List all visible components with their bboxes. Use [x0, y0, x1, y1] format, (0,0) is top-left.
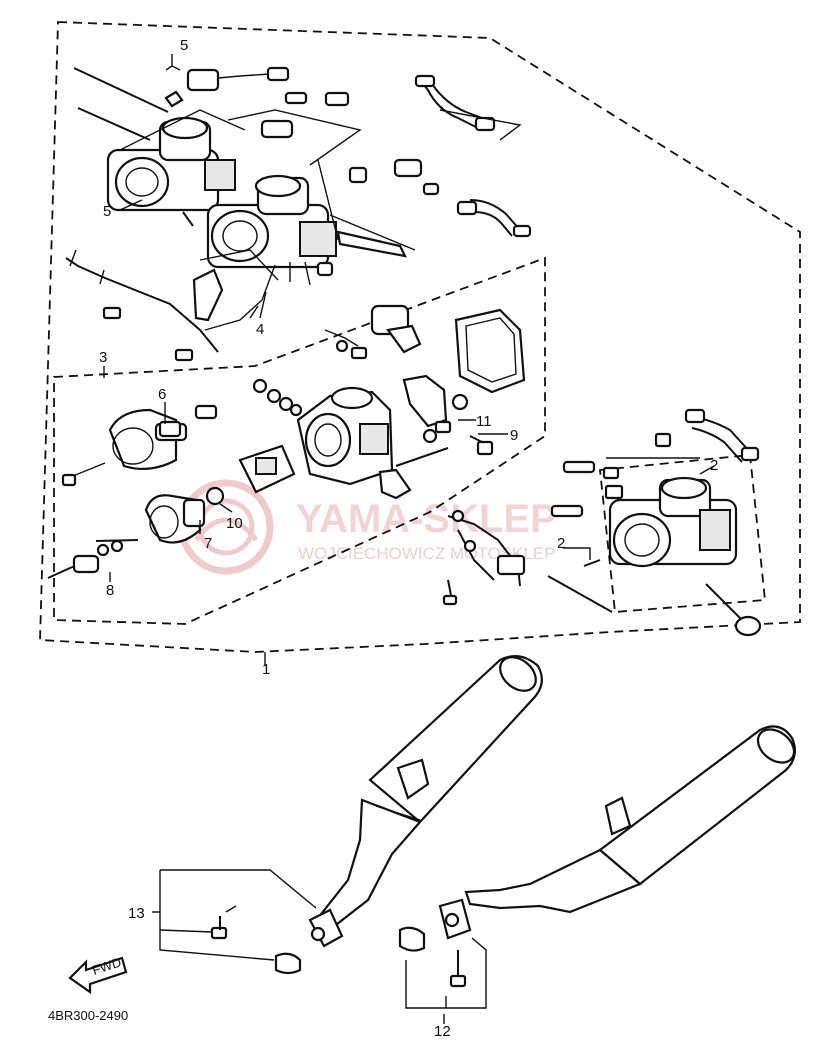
right-small-parts — [547, 432, 762, 637]
left-muffler — [308, 655, 543, 948]
diagram-part-number: 4BR300-2490 — [48, 1008, 128, 1023]
top-cover-gasket — [370, 304, 526, 394]
callout-9: 9 — [510, 427, 518, 444]
solenoid-part-5 — [186, 66, 290, 92]
left-muffler-fasteners — [159, 869, 317, 975]
float-chamber-cap — [61, 404, 218, 487]
carburetor-joint-parts — [227, 91, 440, 277]
carburetor-assembly-boundary — [39, 21, 801, 653]
right-muffler-fasteners — [398, 926, 487, 1009]
fuel-hose-upper — [414, 74, 522, 141]
fuel-hose-middle — [456, 199, 532, 238]
right-carburetor — [608, 476, 738, 568]
diaphragm-part-7 — [144, 486, 225, 544]
callout-13: 13 — [128, 905, 145, 922]
callout-5-top: 5 — [180, 37, 188, 54]
throttle-body-center — [296, 386, 394, 486]
callout-3: 3 — [99, 349, 107, 366]
right-throttle-linkage — [442, 509, 526, 606]
air-cut-valve-part-11 — [402, 374, 469, 434]
fwd-arrow: FWD — [68, 954, 128, 995]
callout-7: 7 — [204, 535, 212, 552]
float-bowl-part-10 — [238, 444, 296, 494]
watermark: YAMA-SKLEP WOJCIECHOWICZ MOTOSKLEP — [178, 479, 557, 575]
callout-11: 11 — [476, 413, 492, 430]
mixture-screw-and-rods — [73, 67, 194, 227]
needle-jet-part-8 — [47, 539, 139, 579]
watermark-subtitle: WOJCIECHOWICZ MOTOSKLEP — [298, 544, 556, 563]
callout-2-upper: 2 — [710, 457, 718, 474]
callout-numbers: 5 5 4 3 6 7 8 10 11 9 2 2 1 13 12 — [99, 37, 718, 1040]
callout-1: 1 — [262, 661, 270, 678]
needle-part-6 — [158, 420, 182, 438]
right-muffler — [438, 725, 797, 940]
right-fuel-hose — [684, 408, 760, 463]
callout-8: 8 — [106, 582, 114, 599]
callout-10: 10 — [226, 515, 243, 532]
callout-12: 12 — [434, 1023, 451, 1040]
upper-carburetor-left — [106, 109, 246, 212]
upper-carburetor-right — [206, 174, 337, 286]
callout-4: 4 — [256, 321, 264, 338]
pilot-screw-part-9 — [469, 435, 494, 456]
leader-lines — [103, 54, 715, 1024]
callout-2-lower: 2 — [557, 535, 565, 552]
callout-5-side: 5 — [103, 203, 111, 220]
callout-6: 6 — [158, 386, 166, 403]
throttle-linkage-left — [65, 249, 279, 362]
watermark-title: YAMA-SKLEP — [296, 497, 557, 541]
small-jets-row — [252, 329, 449, 500]
